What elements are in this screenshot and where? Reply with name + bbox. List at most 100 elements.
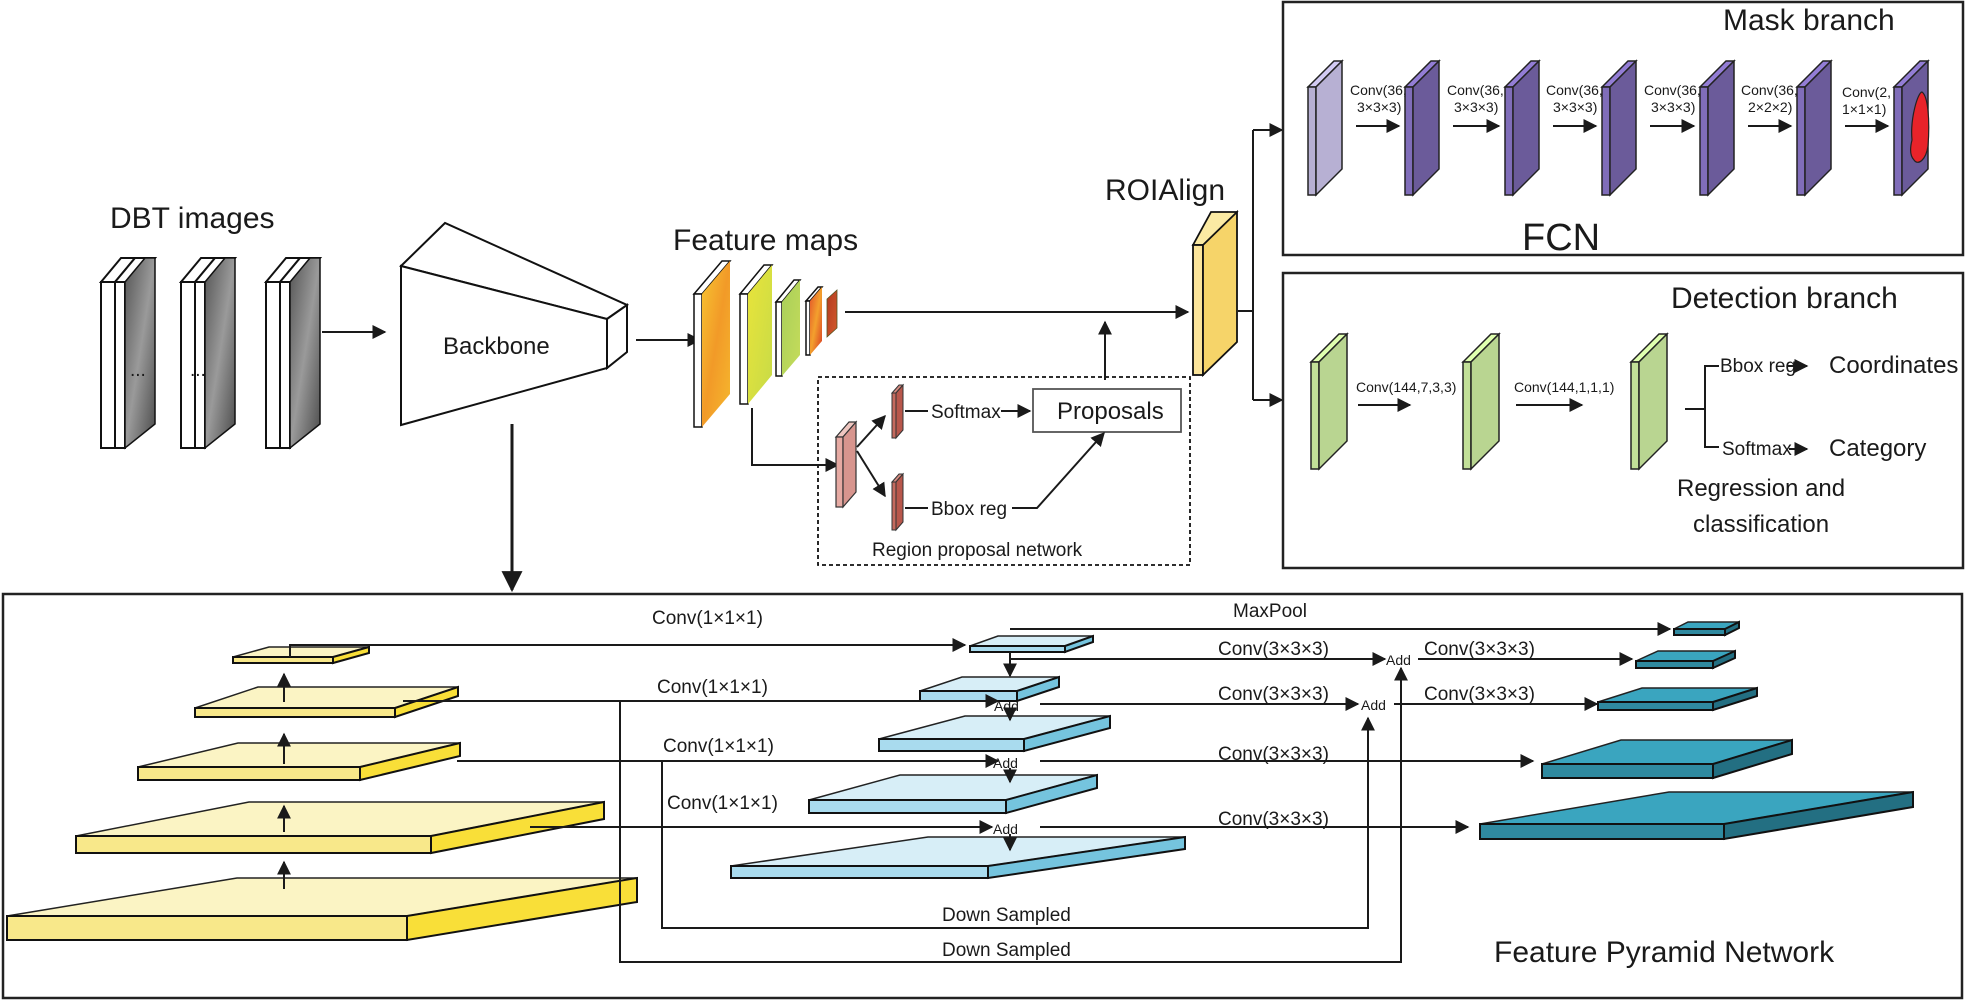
out-conv-1: [1009, 652, 1387, 666]
out-conv-label-1: Conv(3×3×3): [1218, 639, 1329, 660]
ellipsis-1: ...: [130, 360, 146, 381]
detection-branch-title: Detection branch: [1671, 282, 1898, 315]
mask-layers: [1306, 59, 1930, 197]
arrow-rpn-to-cls: [856, 414, 886, 448]
feature-map-3: [774, 279, 802, 377]
detection-layers: [1309, 332, 1669, 471]
feature-maps-label: Feature maps: [673, 224, 858, 257]
rpn-cls-layer: [890, 383, 905, 440]
mask-layer-1: [1306, 59, 1344, 197]
down-sampled-label-1: Down Sampled: [942, 905, 1071, 926]
backbone-block: [399, 221, 630, 427]
teal-slab-2: [1635, 649, 1736, 670]
blue-slab-2: [919, 675, 1060, 703]
lateral-label-3: Conv(1×1×1): [663, 736, 774, 757]
dbt-images-label: DBT images: [110, 202, 275, 235]
teal-slab-1: [1673, 620, 1740, 637]
mask-conv-6-line2: 1×1×1): [1842, 101, 1886, 117]
mask-output-blob: [1910, 91, 1930, 163]
mask-conv-5-line1: Conv(36,: [1741, 82, 1798, 98]
rpn-bbox-reg-label: Bbox reg: [931, 499, 1007, 520]
out-conv-label-4: Conv(3×3×3): [1424, 684, 1535, 705]
rpn-reg-layer: [890, 472, 905, 532]
det-caption-line1: Regression and: [1677, 475, 1845, 502]
proposals-label: Proposals: [1057, 398, 1164, 425]
add-label-4: Add: [1386, 652, 1411, 668]
down-sampled-loop-2: [619, 666, 1408, 963]
blue-slab-5: [730, 835, 1186, 880]
mask-layer-3: [1503, 59, 1541, 197]
fpn-slabs: [6, 620, 1914, 942]
rpn-conv-layer: [834, 420, 858, 509]
out-conv-label-2: Conv(3×3×3): [1424, 639, 1535, 660]
mask-conv-2-line1: Conv(36,: [1447, 82, 1504, 98]
mask-layer-6: [1795, 59, 1833, 197]
teal-slab-3: [1597, 686, 1758, 712]
proposals-box: [1032, 388, 1182, 433]
dbt-image-stack-3: [263, 257, 323, 450]
line-det-branch: [1704, 365, 1719, 448]
mask-layer-4: [1600, 59, 1638, 197]
rpn-softmax-label: Softmax: [931, 402, 1001, 423]
mask-conv-labels: Conv(36, 3×3×3) Conv(36, 3×3×3) Conv(36,…: [1350, 82, 1891, 117]
yellow-slab-1: [232, 645, 370, 665]
feature-map-4: [804, 286, 824, 356]
arrow-bbox-to-proposals: [1012, 431, 1105, 509]
add-label-1: Add: [994, 698, 1019, 714]
mask-conv-1-line1: Conv(36,: [1350, 82, 1407, 98]
out-conv-label-5: Conv(3×3×3): [1218, 744, 1329, 765]
out-conv-label-3: Conv(3×3×3): [1218, 684, 1329, 705]
lateral-label-4: Conv(1×1×1): [667, 793, 778, 814]
down-sampled-label-2: Down Sampled: [942, 940, 1071, 961]
mask-conv-1-line2: 3×3×3): [1357, 99, 1401, 115]
mask-branch-panel: [1281, 0, 1965, 257]
rpn-label: Region proposal network: [872, 540, 1083, 561]
yellow-slab-5: [6, 876, 638, 942]
yellow-slab-4: [75, 800, 605, 855]
blue-slab-4: [808, 773, 1098, 815]
out-conv-label-6: Conv(3×3×3): [1218, 809, 1329, 830]
add-label-5: Add: [1361, 697, 1386, 713]
mask-layer-2: [1403, 59, 1441, 197]
ellipsis-2: ...: [190, 360, 206, 381]
det-conv-2-label: Conv(144,1,1,1): [1514, 379, 1614, 395]
det-softmax-label: Softmax: [1722, 439, 1792, 460]
dbt-image-stack-1: [98, 257, 158, 450]
mask-conv-6-line1: Conv(2,: [1842, 84, 1891, 100]
mask-conv-3-line1: Conv(36,: [1546, 82, 1603, 98]
blue-slab-3: [878, 714, 1111, 753]
det-conv-1-label: Conv(144,7,3,3): [1356, 379, 1456, 395]
backbone-label: Backbone: [443, 333, 550, 360]
det-bbox-reg-label: Bbox reg: [1720, 356, 1796, 377]
roialign-layer: [1191, 209, 1239, 378]
add-label-2: Add: [993, 755, 1018, 771]
maxpool-label: MaxPool: [1233, 601, 1307, 622]
det-layer-1: [1309, 332, 1349, 471]
rpn-dashed-box: [817, 376, 1191, 566]
lateral-label-1: Conv(1×1×1): [652, 608, 763, 629]
coordinates-label: Coordinates: [1829, 352, 1958, 379]
yellow-slab-2: [194, 685, 459, 719]
mask-branch-title: Mask branch: [1723, 4, 1895, 37]
mask-conv-2-line2: 3×3×3): [1454, 99, 1498, 115]
feature-map-2: [738, 264, 774, 405]
arrow-rpn-to-reg: [856, 450, 886, 498]
feature-map-1: [692, 260, 732, 428]
roialign-label: ROIAlign: [1105, 174, 1225, 207]
add-label-3: Add: [993, 821, 1018, 837]
lateral-1: [289, 638, 967, 657]
fcn-label: FCN: [1522, 217, 1600, 259]
lateral-label-2: Conv(1×1×1): [657, 677, 768, 698]
mask-conv-5-line2: 2×2×2): [1748, 99, 1792, 115]
det-layer-2: [1461, 332, 1501, 471]
mask-conv-4-line1: Conv(36,: [1644, 82, 1701, 98]
fpn-panel: [1, 592, 1964, 1000]
mask-conv-4-line2: 3×3×3): [1651, 99, 1695, 115]
detection-branch-panel: [1281, 271, 1965, 570]
feature-map-5: [826, 289, 838, 338]
yellow-slab-3: [137, 741, 461, 782]
dbt-image-stack-2: [178, 257, 238, 450]
teal-slab-5: [1479, 790, 1914, 841]
det-caption-line2: classification: [1693, 511, 1829, 538]
